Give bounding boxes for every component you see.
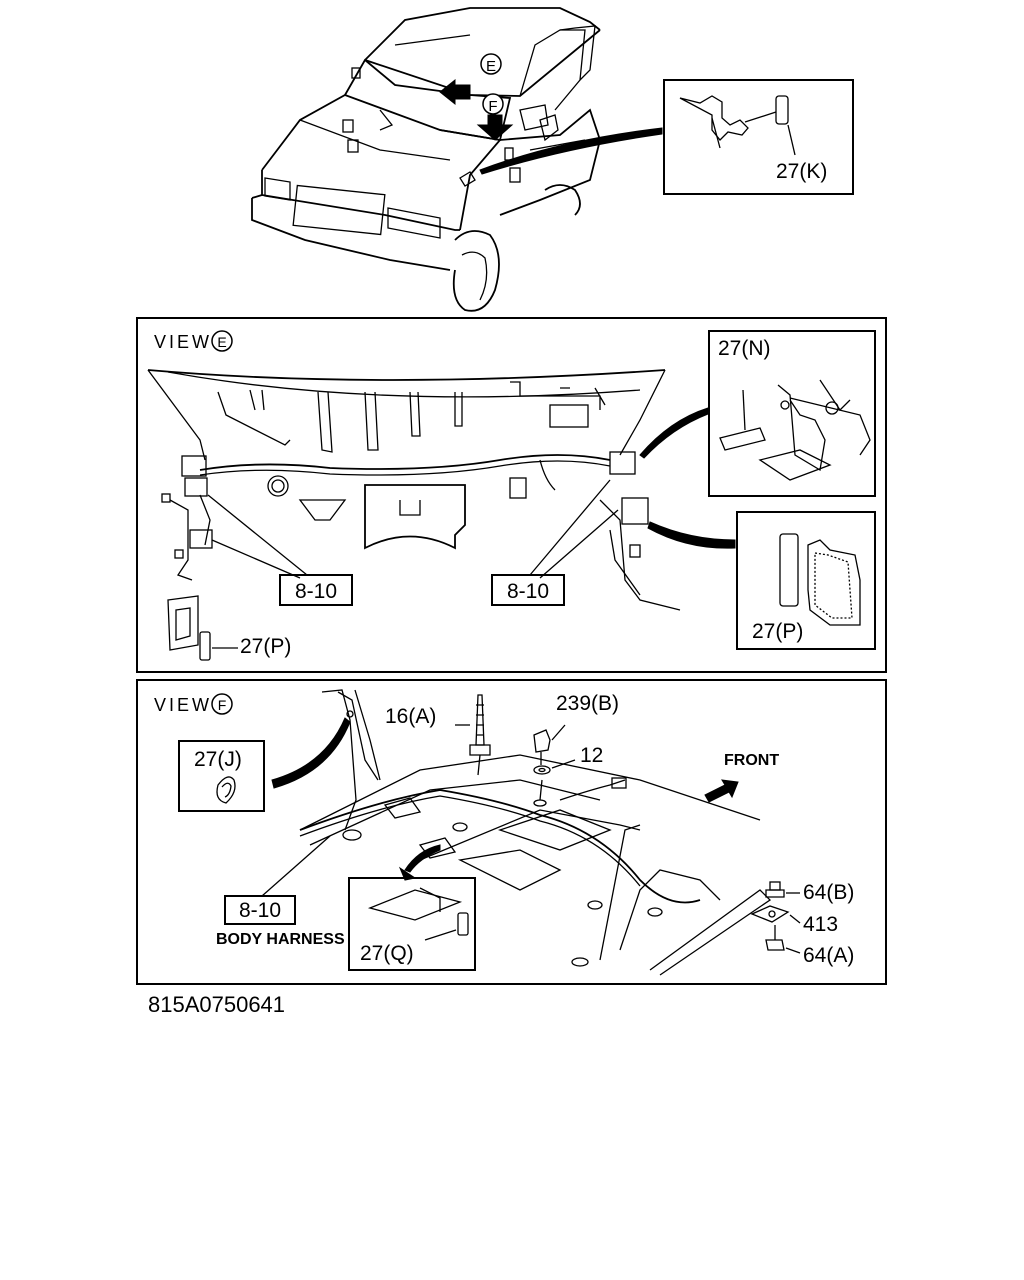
view-f-label-413: 413	[803, 913, 838, 936]
inset-k	[663, 79, 854, 195]
view-f-title: VIEW	[154, 695, 212, 715]
inset-p	[736, 511, 876, 650]
view-f-label-239b: 239(B)	[556, 692, 619, 715]
ref-box-right	[491, 574, 565, 606]
diagram-id: 815A0750641	[148, 992, 285, 1017]
inset-n	[708, 330, 876, 497]
view-f-label-64a: 64(A)	[803, 944, 854, 967]
view-f-front-label: FRONT	[724, 752, 779, 769]
view-e-panel	[136, 317, 887, 673]
view-f-label-27j: 27(J)	[194, 748, 242, 771]
ref-box-f	[224, 895, 296, 925]
view-f-ref: 8-10	[239, 899, 281, 922]
inset-j	[178, 740, 265, 812]
label-27k: 27(K)	[776, 160, 827, 183]
view-f-panel	[136, 679, 887, 985]
view-e-label-27p-bottom: 27(P)	[240, 635, 291, 658]
inset-q	[348, 877, 476, 971]
view-f-label-64b: 64(B)	[803, 881, 854, 904]
view-e-ref-right: 8-10	[507, 580, 549, 603]
callout-f: F	[488, 98, 497, 115]
ref-box-left	[279, 574, 353, 606]
view-e-label-27p-inset: 27(P)	[752, 620, 803, 643]
view-f-drawing	[261, 689, 801, 976]
view-f-label-16a: 16(A)	[385, 705, 436, 728]
view-e-drawing	[147, 369, 736, 661]
vehicle-illustration	[251, 7, 663, 312]
view-e-title: VIEW	[154, 332, 212, 352]
view-e-circle: E	[217, 334, 226, 350]
view-f-circle: F	[218, 697, 227, 713]
callout-e: E	[486, 58, 496, 75]
view-f-harness-label: BODY HARNESS	[216, 931, 345, 948]
view-f-label-12: 12	[580, 744, 603, 767]
view-e-ref-left: 8-10	[295, 580, 337, 603]
view-e-label-27n: 27(N)	[718, 337, 771, 360]
view-f-label-27q: 27(Q)	[360, 942, 414, 965]
